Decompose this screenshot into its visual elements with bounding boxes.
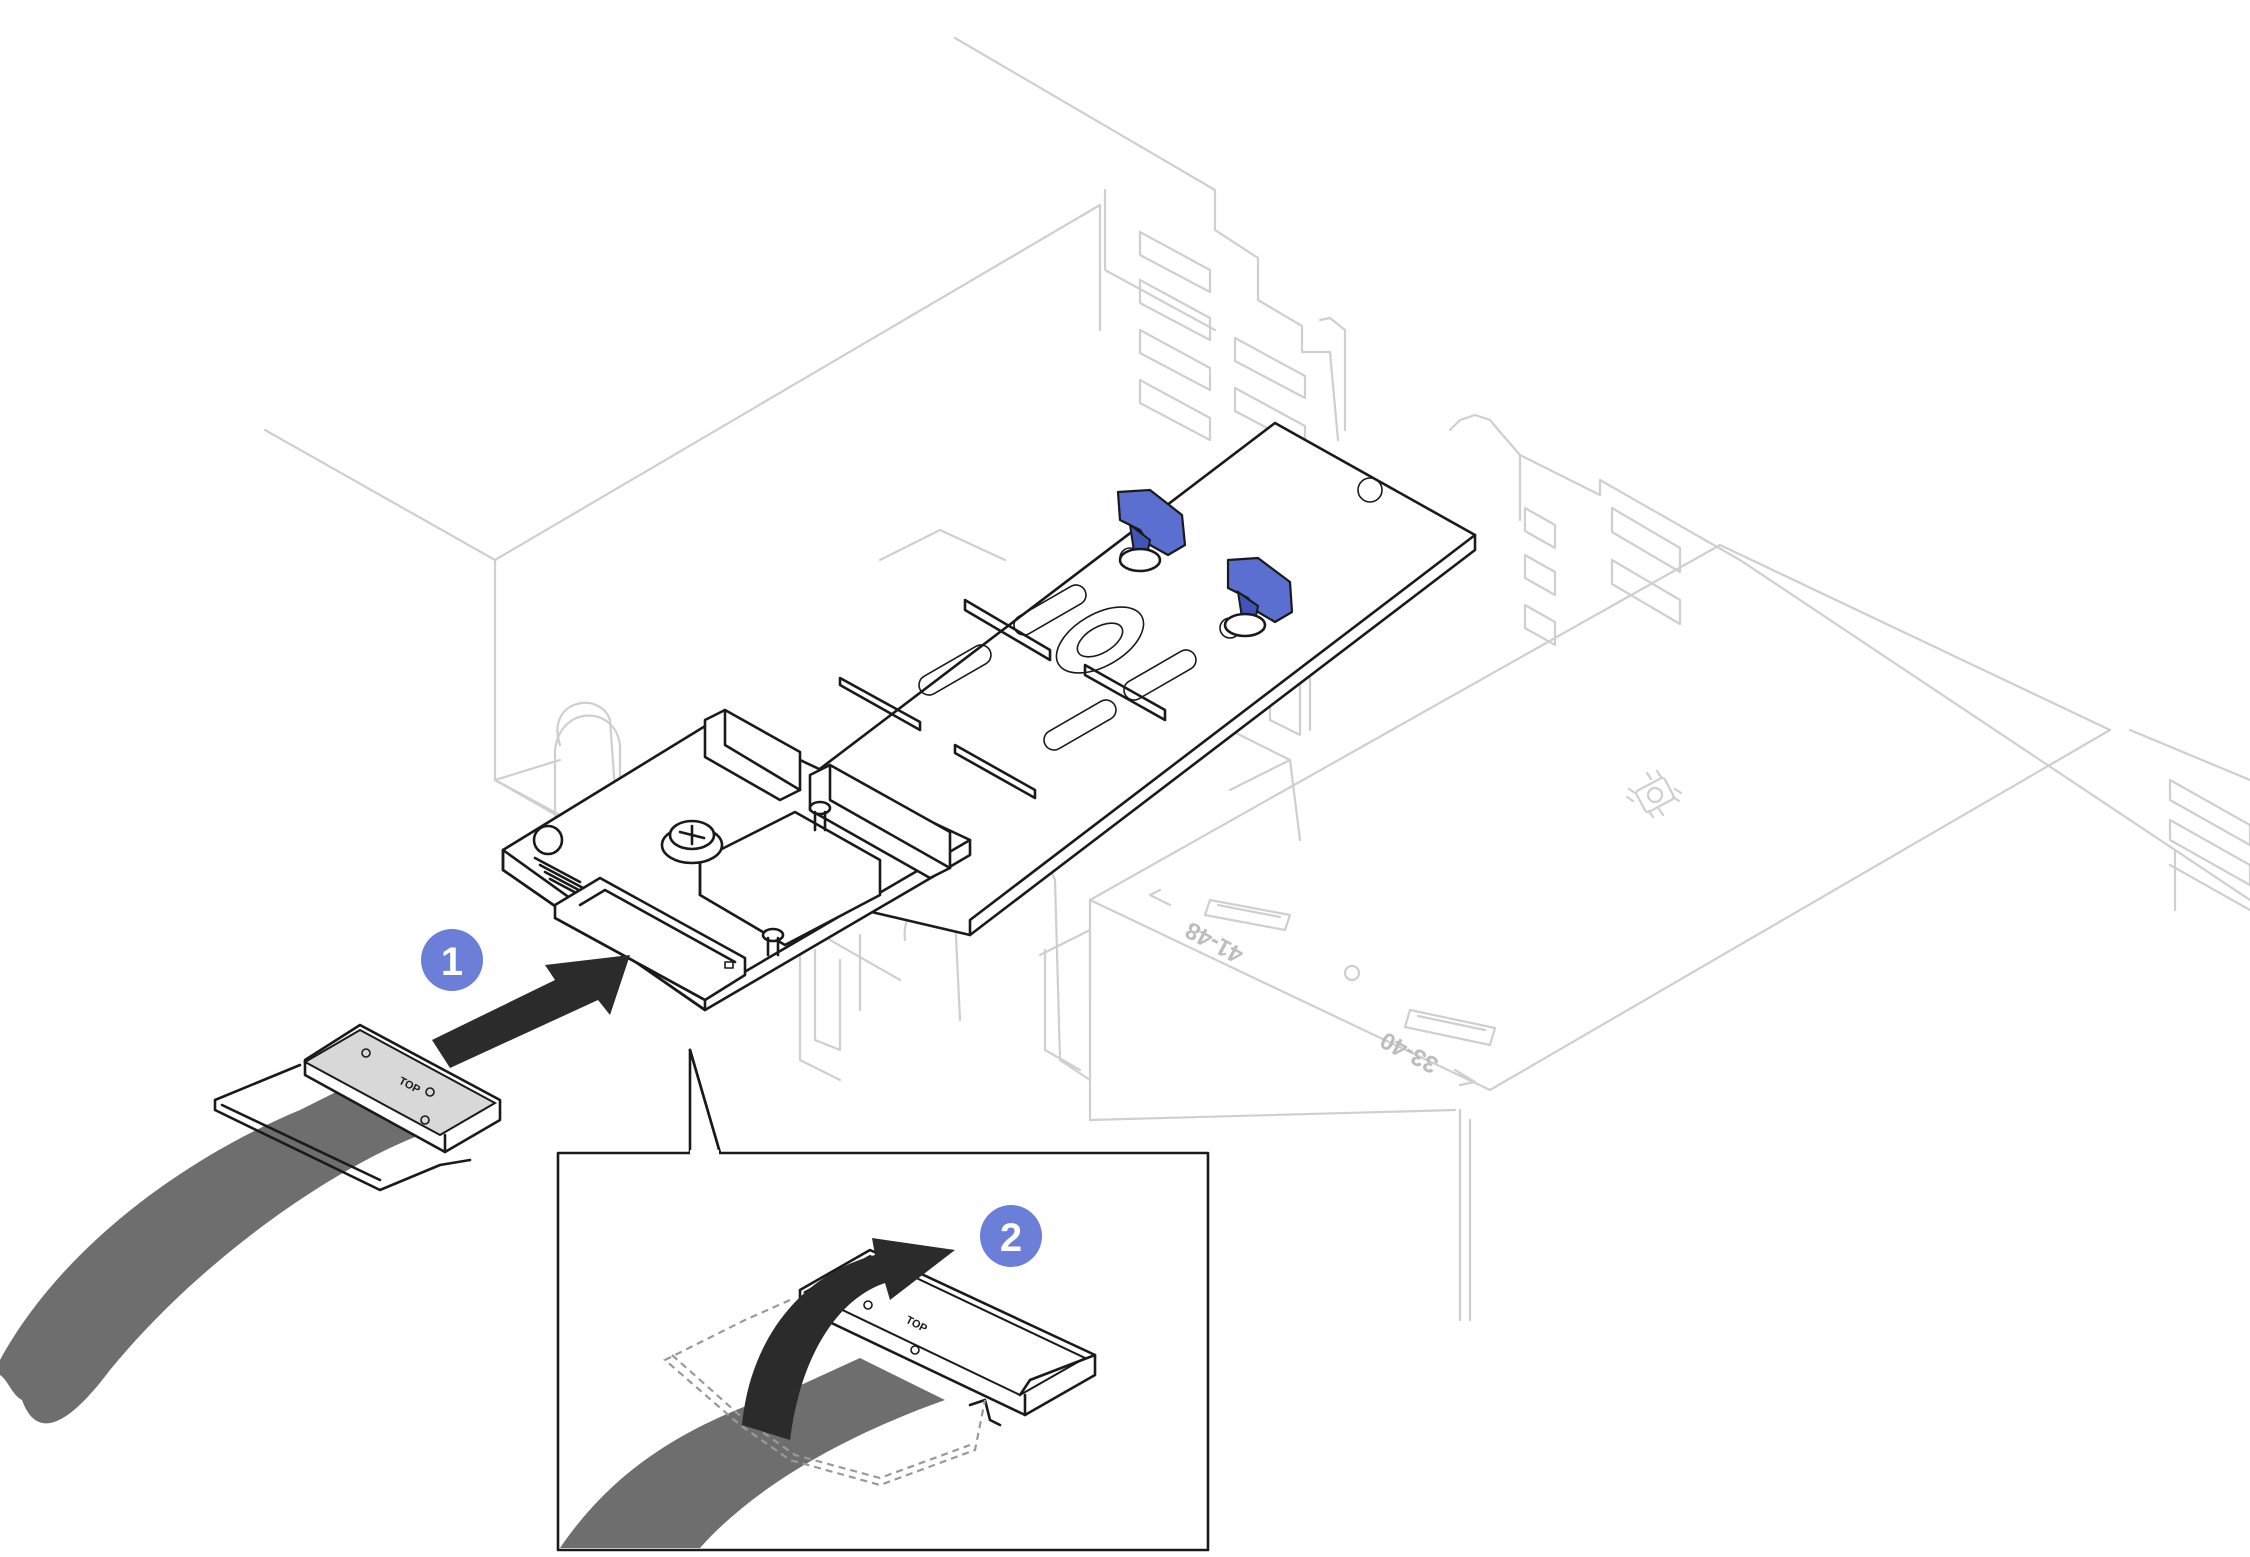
retainer-latch-1 xyxy=(1116,488,1187,573)
board-screw xyxy=(660,819,724,865)
plate-cutouts xyxy=(838,477,1383,800)
board-cable-receptacle xyxy=(553,876,747,1002)
rotate-arrow-icon xyxy=(742,1238,955,1440)
bay-label-upper: 41-48 xyxy=(1181,916,1248,969)
processor-icon xyxy=(1625,769,1683,819)
callout-step-1: 1 xyxy=(421,929,483,991)
signal-cable: TOP xyxy=(0,1023,502,1424)
dimm-icon xyxy=(1403,1008,1497,1047)
callout-number-2: 2 xyxy=(1000,1216,1022,1260)
callout-number-1: 1 xyxy=(441,940,463,984)
retainer-latch-2 xyxy=(1223,556,1294,638)
detail-inset: TOP 2 xyxy=(556,1048,1210,1552)
m2-slot-connectors xyxy=(703,708,952,880)
vent-slots-left xyxy=(1138,230,1307,450)
m2-board-assembly xyxy=(501,421,1477,1012)
arrow-icon xyxy=(432,955,630,1068)
dimm-icon xyxy=(1203,898,1292,932)
vent-slots-right xyxy=(1523,506,1682,647)
callout-step-2: 2 xyxy=(980,1205,1042,1267)
